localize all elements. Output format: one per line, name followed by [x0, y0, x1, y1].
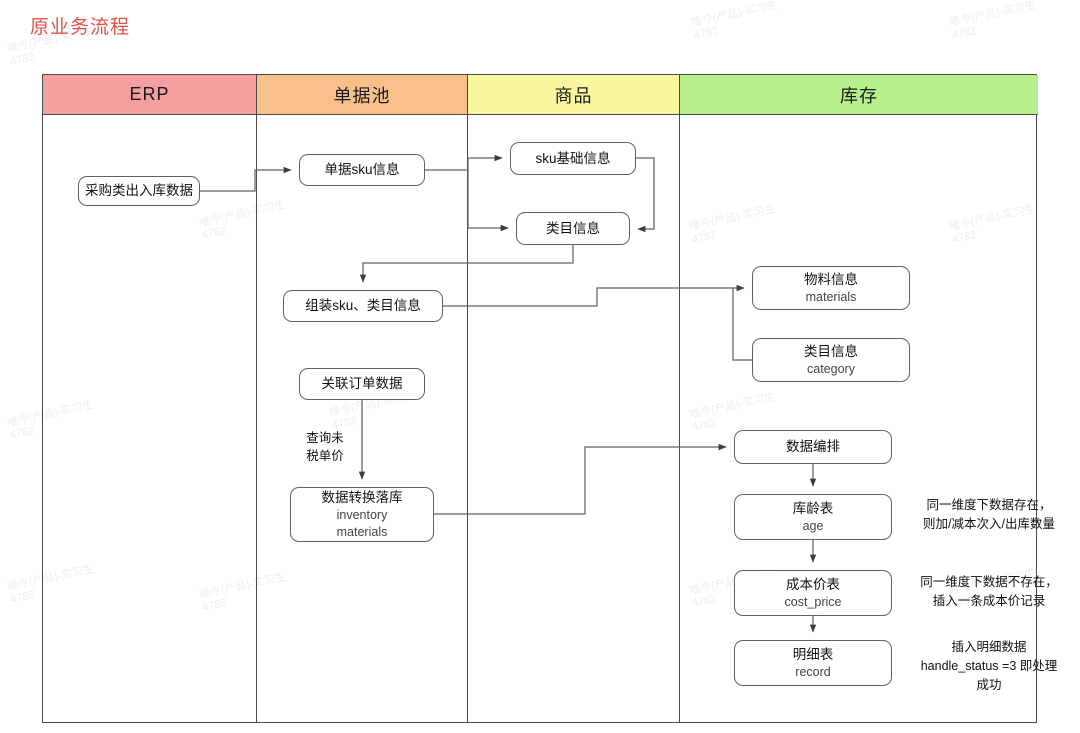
lane-body-product — [468, 115, 679, 722]
node-subtitle: age — [802, 518, 824, 533]
edge-label-query_price: 查询未 税单价 — [295, 429, 355, 465]
node-order_link[interactable]: 关联订单数据 — [299, 368, 425, 400]
node-title: sku基础信息 — [535, 150, 611, 166]
watermark: 唯今(产品)-实习生 4782 — [690, 0, 779, 42]
lane-body-erp — [43, 115, 256, 722]
node-cost_table[interactable]: 成本价表 cost_price — [734, 570, 892, 616]
node-doc_sku[interactable]: 单据sku信息 — [299, 154, 425, 186]
lane-body-inventory — [680, 115, 1038, 722]
lane-header-product: 商品 — [468, 75, 679, 115]
node-subtitle: cost_price — [784, 594, 842, 609]
node-title: 成本价表 — [786, 576, 840, 592]
swimlane-table: ERP 单据池 商品 库存 — [42, 74, 1038, 723]
node-record_tbl[interactable]: 明细表 record — [734, 640, 892, 686]
node-materials[interactable]: 物料信息 materials — [752, 266, 910, 310]
node-subtitle: inventory — [336, 507, 388, 522]
node-title: 单据sku信息 — [324, 162, 400, 177]
annotation-cost_note: 同一维度下数据不存在， 插入一条成本价记录 — [920, 575, 1058, 608]
node-arrange[interactable]: 数据编排 — [734, 430, 892, 464]
node-title: 数据转换落库 — [321, 489, 403, 505]
lane-document-pool: 单据池 — [256, 75, 467, 722]
node-subtitle: materials — [336, 524, 388, 539]
lane-header-inventory: 库存 — [680, 75, 1038, 115]
node-assemble[interactable]: 组装sku、类目信息 — [283, 290, 443, 322]
annotation-age_note: 同一维度下数据存在， 则加/减本次入/出库数量 — [923, 498, 1055, 531]
node-subtitle: category — [807, 361, 855, 376]
node-title: 采购类出入库数据 — [85, 183, 193, 198]
node-category[interactable]: 类目信息 — [516, 212, 630, 245]
lane-erp: ERP — [43, 75, 256, 722]
node-title: 物料信息 — [804, 271, 858, 287]
node-subtitle: record — [795, 664, 831, 679]
node-cate_inv[interactable]: 类目信息 category — [752, 338, 910, 382]
annotation-record_note: 插入明细数据 handle_status =3 即处理 成功 — [920, 640, 1058, 692]
node-title: 关联订单数据 — [321, 376, 403, 391]
watermark: 唯今(产品)-实习生 4782 — [948, 0, 1037, 42]
lane-product: 商品 — [467, 75, 679, 722]
node-age_table[interactable]: 库龄表 age — [734, 494, 892, 540]
node-sku_base[interactable]: sku基础信息 — [510, 142, 636, 175]
lane-inventory: 库存 — [679, 75, 1038, 722]
node-title: 组装sku、类目信息 — [305, 298, 421, 313]
node-title: 类目信息 — [804, 343, 858, 359]
node-title: 类目信息 — [546, 220, 600, 236]
node-transform[interactable]: 数据转换落库 inventory materials — [290, 487, 434, 542]
lane-header-document-pool: 单据池 — [257, 75, 467, 115]
node-subtitle: materials — [805, 289, 857, 304]
lane-body-document-pool — [257, 115, 467, 722]
node-title: 库龄表 — [792, 500, 834, 516]
page-title: 原业务流程 — [30, 17, 131, 38]
node-title: 明细表 — [792, 646, 834, 662]
node-title: 数据编排 — [786, 439, 840, 454]
node-purchase[interactable]: 采购类出入库数据 — [78, 176, 200, 206]
lane-header-erp: ERP — [43, 75, 256, 115]
